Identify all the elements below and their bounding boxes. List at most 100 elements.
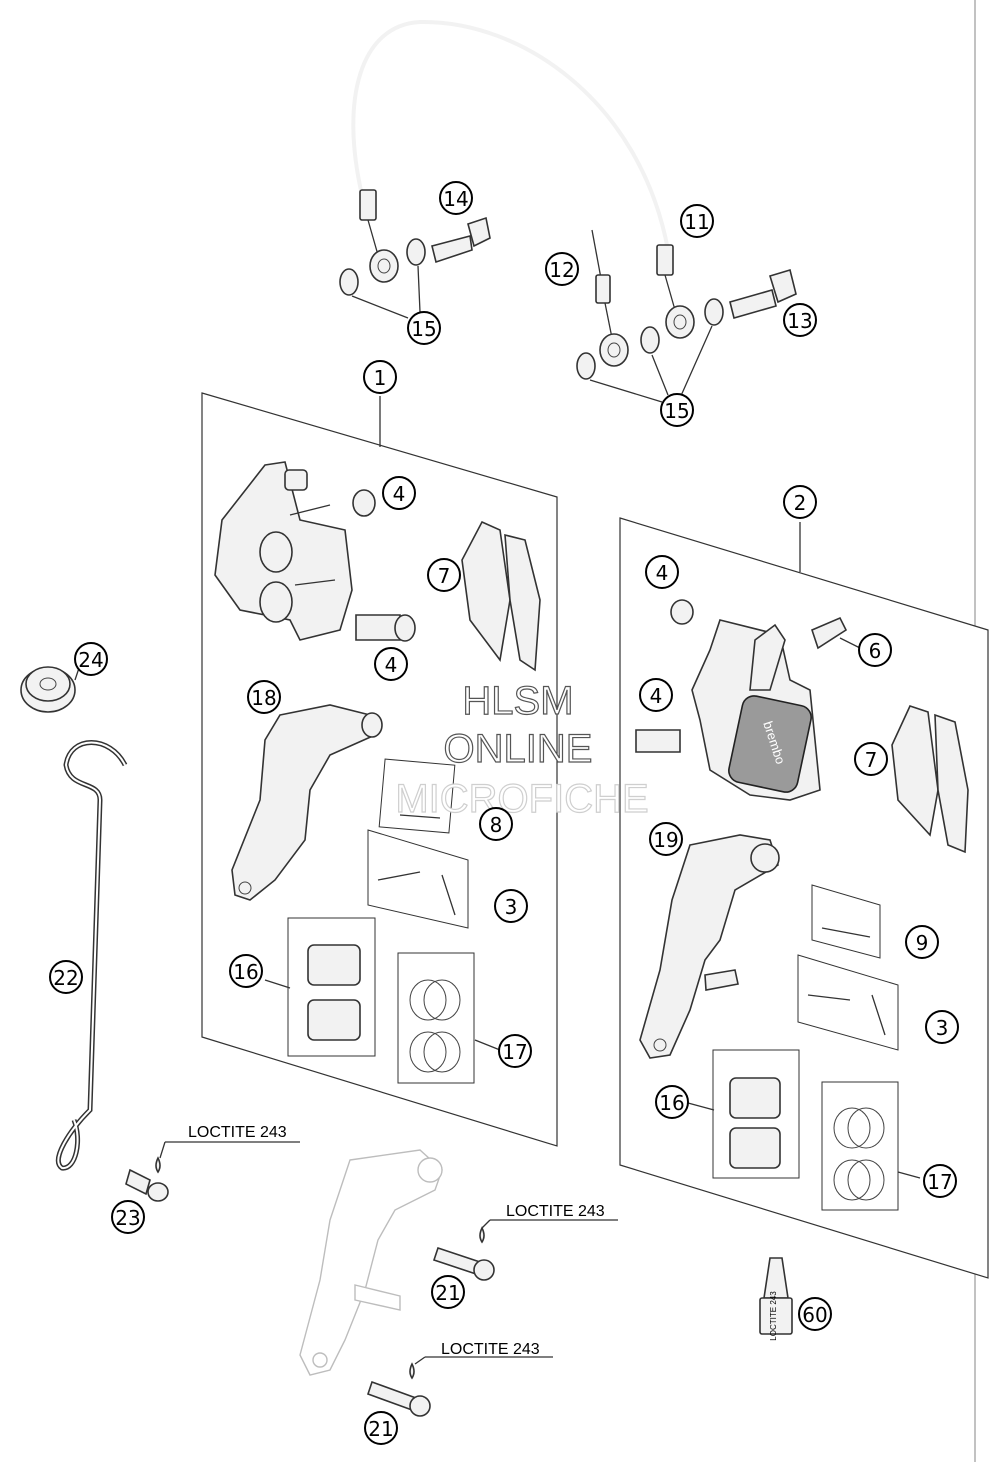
callout-number: 21	[435, 1281, 460, 1305]
callout-number: 22	[53, 966, 78, 990]
caliper-bracket-18	[231, 704, 383, 901]
callout-c15b: 15	[660, 393, 694, 427]
callout-c9: 9	[905, 925, 939, 959]
callout-circle	[783, 303, 817, 337]
callout-circle	[427, 558, 461, 592]
brake-pads-7b	[891, 705, 969, 854]
callout-number: 23	[115, 1206, 140, 1230]
callout-circle	[229, 954, 263, 988]
callout-c4a: 4	[382, 476, 416, 510]
callout-number: 21	[368, 1417, 393, 1441]
callout-c16a: 16	[229, 954, 263, 988]
screw-21b	[366, 1362, 431, 1417]
callout-c12: 12	[545, 252, 579, 286]
callout-number: 13	[787, 309, 812, 333]
callout-c15a: 15	[407, 311, 441, 345]
callout-number: 8	[490, 813, 503, 837]
callout-number: 17	[927, 1170, 952, 1194]
callout-circle	[479, 807, 513, 841]
callout-c22: 22	[49, 960, 83, 994]
callout-c7a: 7	[427, 558, 461, 592]
screw-23	[125, 1156, 169, 1202]
callout-circle	[798, 1297, 832, 1331]
callout-c3a: 3	[494, 889, 528, 923]
callout-number: 7	[438, 564, 451, 588]
callout-circle	[364, 1411, 398, 1445]
callout-c23: 23	[111, 1200, 145, 1234]
callout-number: 11	[684, 210, 709, 234]
caliper-kit-1-sheet	[201, 392, 558, 1147]
caliper-kit-2-sheet: brembo	[619, 517, 989, 1279]
callout-circle	[498, 1034, 532, 1068]
callout-circle	[925, 1010, 959, 1044]
callout-circle	[247, 680, 281, 714]
banjo-fitting-right	[665, 305, 695, 339]
callout-number: 4	[393, 482, 406, 506]
spring-kit-3b-box	[797, 954, 899, 1051]
spring-kit-3-box	[367, 829, 469, 929]
callout-layer: 1233444467789111213141515161617171819212…	[49, 181, 959, 1445]
washer-15-d	[640, 326, 660, 354]
callout-number: 18	[251, 686, 276, 710]
callout-circle	[439, 181, 473, 215]
callout-circle	[363, 360, 397, 394]
callout-number: 3	[505, 895, 518, 919]
callout-c4d: 4	[639, 678, 673, 712]
callout-number: 2	[794, 491, 807, 515]
slide-pin-4d	[635, 729, 681, 753]
banjo-fitting-left	[369, 249, 399, 283]
callout-number: 24	[78, 648, 103, 672]
loctite-label-2: LOCTITE 243	[506, 1203, 605, 1220]
callout-c16b: 16	[655, 1085, 689, 1119]
brake-pads-7a	[461, 520, 541, 672]
banjo-fitting-12	[599, 333, 629, 367]
callout-circle	[494, 889, 528, 923]
callout-c2: 2	[783, 485, 817, 519]
callout-circle	[74, 642, 108, 676]
banjo-bolt-13	[729, 268, 797, 319]
callout-circle	[783, 485, 817, 519]
washer-15-a	[339, 268, 359, 296]
callout-c7b: 7	[854, 742, 888, 776]
loctite-tube-60: LOCTITE 243	[759, 1257, 793, 1341]
banjo-bolt-14	[431, 216, 491, 264]
callout-c4b: 4	[374, 647, 408, 681]
callout-circle	[545, 252, 579, 286]
callout-circle	[854, 742, 888, 776]
callout-c19: 19	[649, 822, 683, 856]
callout-number: 3	[936, 1016, 949, 1040]
callout-c17b: 17	[923, 1164, 957, 1198]
callout-circle	[111, 1200, 145, 1234]
washer-15-e	[704, 298, 724, 326]
wire-clip-22	[55, 740, 128, 1171]
washer-15-c	[576, 352, 596, 380]
callout-circle	[905, 925, 939, 959]
callout-circle	[655, 1085, 689, 1119]
callout-number: 16	[233, 960, 258, 984]
pin-kit-9-box	[811, 884, 881, 959]
callout-number: 60	[802, 1303, 827, 1327]
callout-c3b: 3	[925, 1010, 959, 1044]
grommet-24	[20, 666, 76, 713]
callout-c13: 13	[783, 303, 817, 337]
pin-kit-8-box	[378, 758, 456, 834]
callout-circle	[645, 555, 679, 589]
callout-number: 1	[374, 366, 387, 390]
callout-circle	[374, 647, 408, 681]
callout-c21b: 21	[364, 1411, 398, 1445]
callout-number: 19	[653, 828, 678, 852]
callout-circle	[431, 1275, 465, 1309]
callout-circle	[680, 204, 714, 238]
callout-number: 15	[411, 317, 436, 341]
pin-plug-4a	[352, 489, 376, 517]
callout-c60: 60	[798, 1297, 832, 1331]
watermark-line-1: HLSM	[462, 679, 573, 723]
watermark-line-2: ONLINE	[444, 727, 593, 771]
slide-pin-4b	[355, 614, 401, 641]
callout-number: 15	[664, 399, 689, 423]
callout-c11: 11	[680, 204, 714, 238]
pin-plug-4c	[670, 599, 694, 625]
callout-number: 4	[650, 684, 663, 708]
callout-c14: 14	[439, 181, 473, 215]
